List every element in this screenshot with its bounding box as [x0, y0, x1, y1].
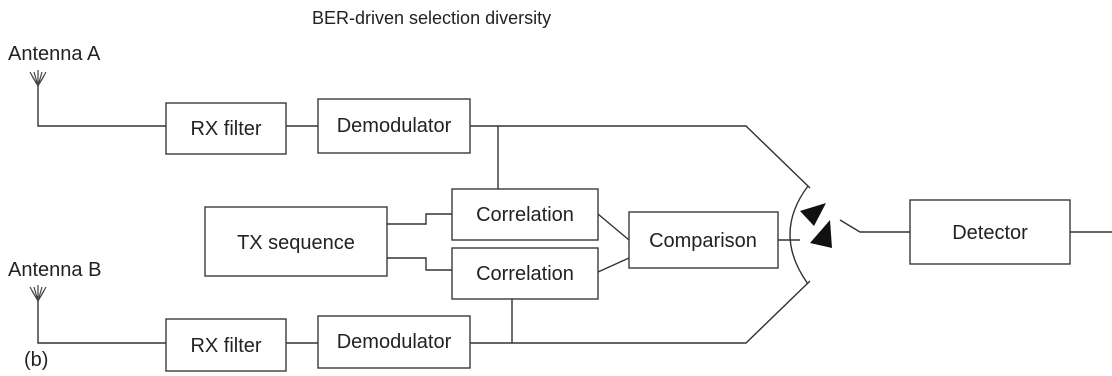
panel-label: (b) [24, 349, 48, 371]
detector-label: Detector [952, 222, 1028, 244]
diagram-title: BER-driven selection diversity [312, 8, 551, 28]
rx-filter-b-block: RX filter [165, 318, 287, 372]
demodulator-b-block: Demodulator [317, 315, 471, 369]
antenna-b-icon [29, 285, 47, 304]
comparison-block: Comparison [628, 211, 779, 269]
comparison-label: Comparison [649, 230, 757, 252]
correlation-b-label: Correlation [476, 263, 574, 285]
correlation-a-block: Correlation [451, 188, 599, 241]
rx-filter-b-label: RX filter [190, 335, 261, 357]
tx-sequence-block: TX sequence [204, 206, 388, 277]
rx-filter-a-label: RX filter [190, 118, 261, 140]
selection-switch-icon [789, 185, 832, 285]
correlation-a-label: Correlation [476, 204, 574, 226]
antenna-a-label: Antenna A [8, 43, 101, 65]
tx-sequence-label: TX sequence [237, 232, 355, 254]
demodulator-a-label: Demodulator [337, 115, 452, 137]
rx-filter-a-block: RX filter [165, 102, 287, 155]
demodulator-b-label: Demodulator [337, 331, 452, 353]
correlation-b-block: Correlation [451, 247, 599, 300]
signal-wires [37, 86, 1112, 344]
detector-block: Detector [909, 199, 1071, 265]
antenna-a-icon [29, 70, 47, 89]
demodulator-a-block: Demodulator [317, 98, 471, 154]
antenna-b-label: Antenna B [8, 259, 101, 281]
